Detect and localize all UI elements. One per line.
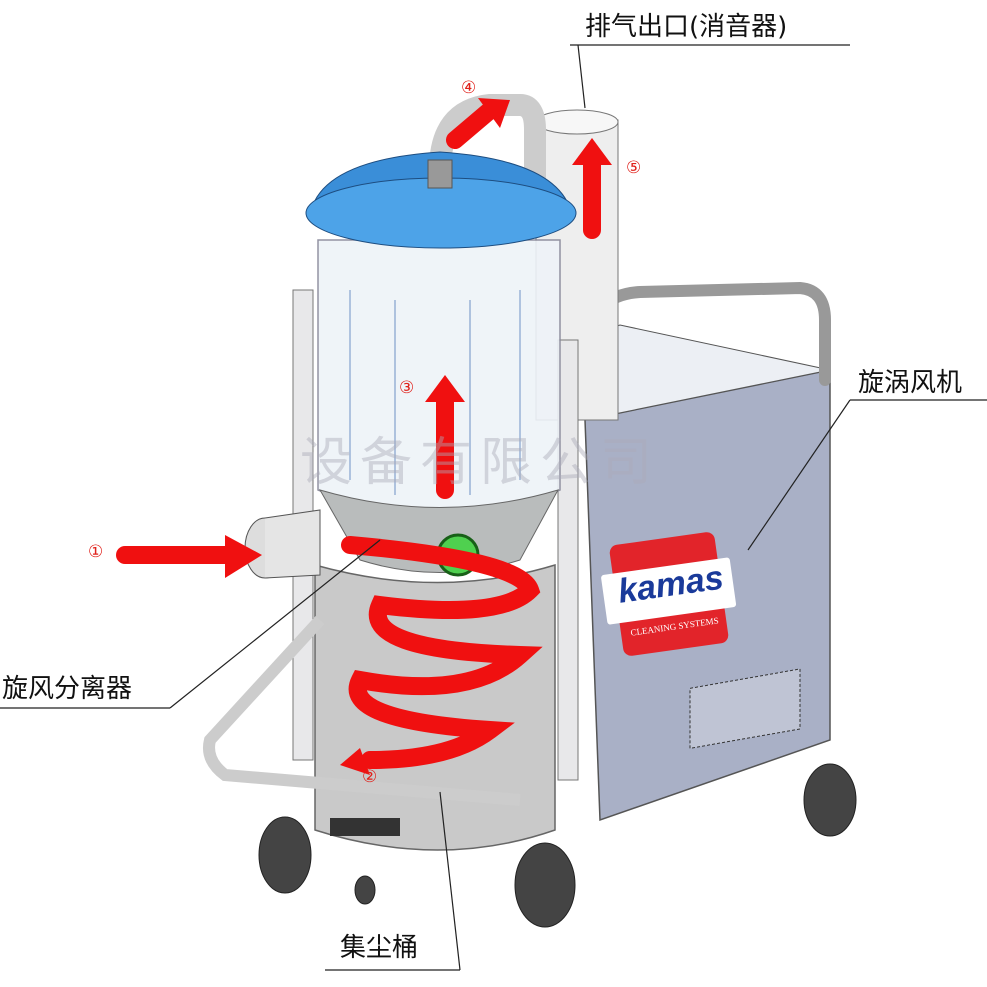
wheels	[258, 763, 857, 928]
step-3: ③	[399, 378, 415, 398]
step-1: ①	[88, 542, 104, 562]
front-handle	[203, 615, 521, 806]
leader-lines	[0, 44, 987, 971]
label-dust-bucket: 集尘桶	[340, 933, 419, 963]
step-5: ⑤	[626, 158, 642, 178]
kamas-logo: kamas CLEANING SYSTEMS	[597, 529, 741, 658]
lid-outlet	[427, 159, 453, 189]
label-cyclone-separator: 旋风分离器	[2, 674, 133, 704]
label-vortex-blower: 旋涡风机	[858, 368, 963, 398]
arrowheads	[225, 98, 612, 775]
watermark: 设备有限公司	[300, 433, 661, 493]
label-exhaust-outlet: 排气出口(消音器)	[585, 12, 788, 42]
silencer-top	[535, 109, 619, 135]
vent-grille	[689, 668, 801, 749]
filter-ribs	[349, 290, 521, 495]
bucket-handle	[330, 818, 400, 836]
step-2: ②	[362, 767, 378, 787]
dust-bucket	[314, 563, 556, 851]
airflow-arrows	[116, 103, 601, 769]
frame-post	[557, 339, 579, 781]
step-4: ④	[461, 78, 477, 98]
inlet-pipe-body	[264, 509, 321, 579]
